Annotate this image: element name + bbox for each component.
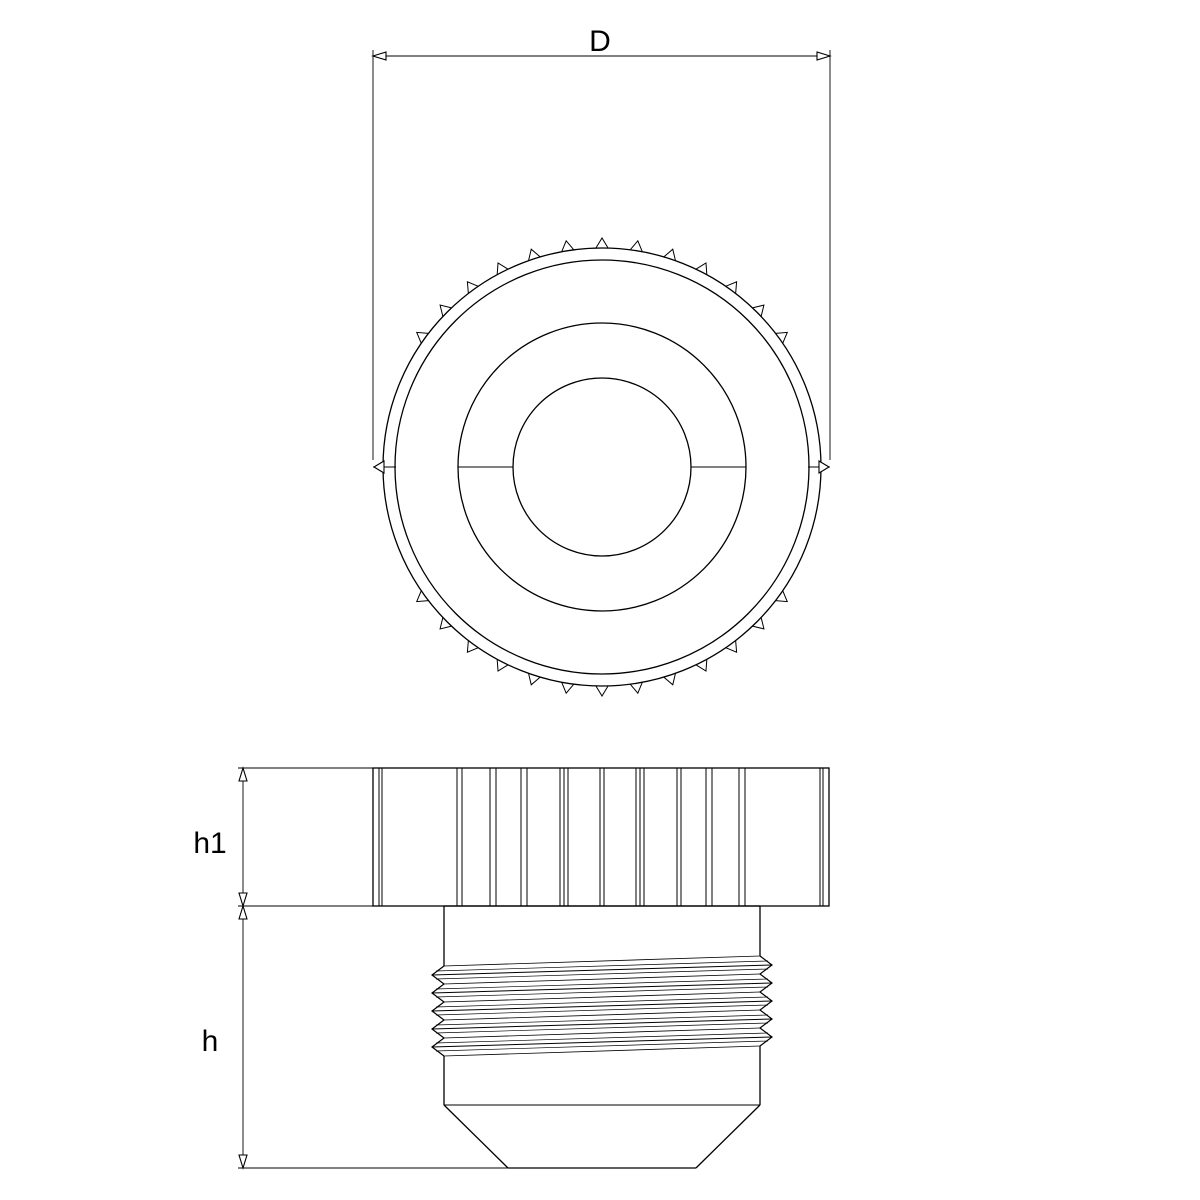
knurl-tooth [415,331,429,344]
dimension-label-h: h [202,1025,219,1058]
arrowhead-h-bottom [238,1154,248,1170]
knurl-tooth [595,685,609,697]
bore-circle [512,377,692,557]
thread-root-line [443,991,761,1003]
thread-crest-line [431,1018,773,1030]
thread-root-line [443,1027,761,1039]
thread-crest-shade [435,960,769,972]
thread-root-line [443,955,761,967]
chamfer-left [443,1104,509,1169]
thread-crest-line [431,982,773,994]
thread-crest-shade [435,1022,769,1034]
diameter-dimension: D [371,25,832,474]
thread-root-line [443,1045,761,1057]
knurl-grooves [378,768,824,906]
thread-crest-line [431,1000,773,1012]
thread-root-line [443,973,761,985]
arrowhead-h1-bottom [238,892,248,908]
chamfer-right [695,1104,761,1169]
knurl-tooth [695,262,708,275]
knurl-tooth [496,262,509,275]
knurl-tooth [752,304,765,317]
thread-crest-shade [435,1004,769,1016]
thread-crest-shade [435,968,769,980]
knurl-tooth [695,659,708,672]
threaded-shank [431,905,773,1169]
arrowhead-rim-left [372,460,385,474]
thread-crest-line [431,964,773,976]
thread-crest-shade [435,1032,769,1044]
thread-crest-line [431,1036,773,1048]
arrowhead-h-top [238,904,248,920]
knurl-tooth [725,640,738,654]
arrowhead-left [371,51,387,61]
thread-crest-shade [435,1040,769,1052]
knurl-tooth [775,331,789,344]
thread-crest-shade [435,1014,769,1026]
knurl-teeth [415,237,789,697]
thread-profile [431,955,773,1057]
knurl-tooth [415,590,429,603]
arrowhead-rim-right [818,460,831,474]
knurl-tooth [466,280,479,294]
knurl-tooth [775,590,789,603]
side-view: h1 h [193,766,830,1170]
height-dimensions: h1 h [193,766,508,1170]
thread-crest-shade [435,986,769,998]
arrowhead-h1-top [238,766,248,782]
thread-root-line [443,1009,761,1021]
thread-crest-shade [435,996,769,1008]
arrowhead-right [816,51,832,61]
knurl-tooth [629,239,643,252]
top-view: D [371,25,832,697]
dimension-label-h1: h1 [193,827,226,860]
knurl-tooth [561,239,575,252]
inner-rim-circle [394,259,810,675]
knurl-tooth [725,280,738,294]
outer-rim-circle [382,247,822,687]
knurl-tooth [466,640,479,654]
knurl-tooth [439,304,452,317]
knurl-tooth [561,682,575,695]
knurled-head-outline [372,767,830,907]
knurl-tooth [595,237,609,249]
knurl-tooth [752,617,765,630]
knurl-tooth [496,659,509,672]
thread-crest-shade [435,978,769,990]
dimension-label-d: D [589,25,611,58]
knurl-tooth [629,682,643,695]
knurl-tooth [439,617,452,630]
